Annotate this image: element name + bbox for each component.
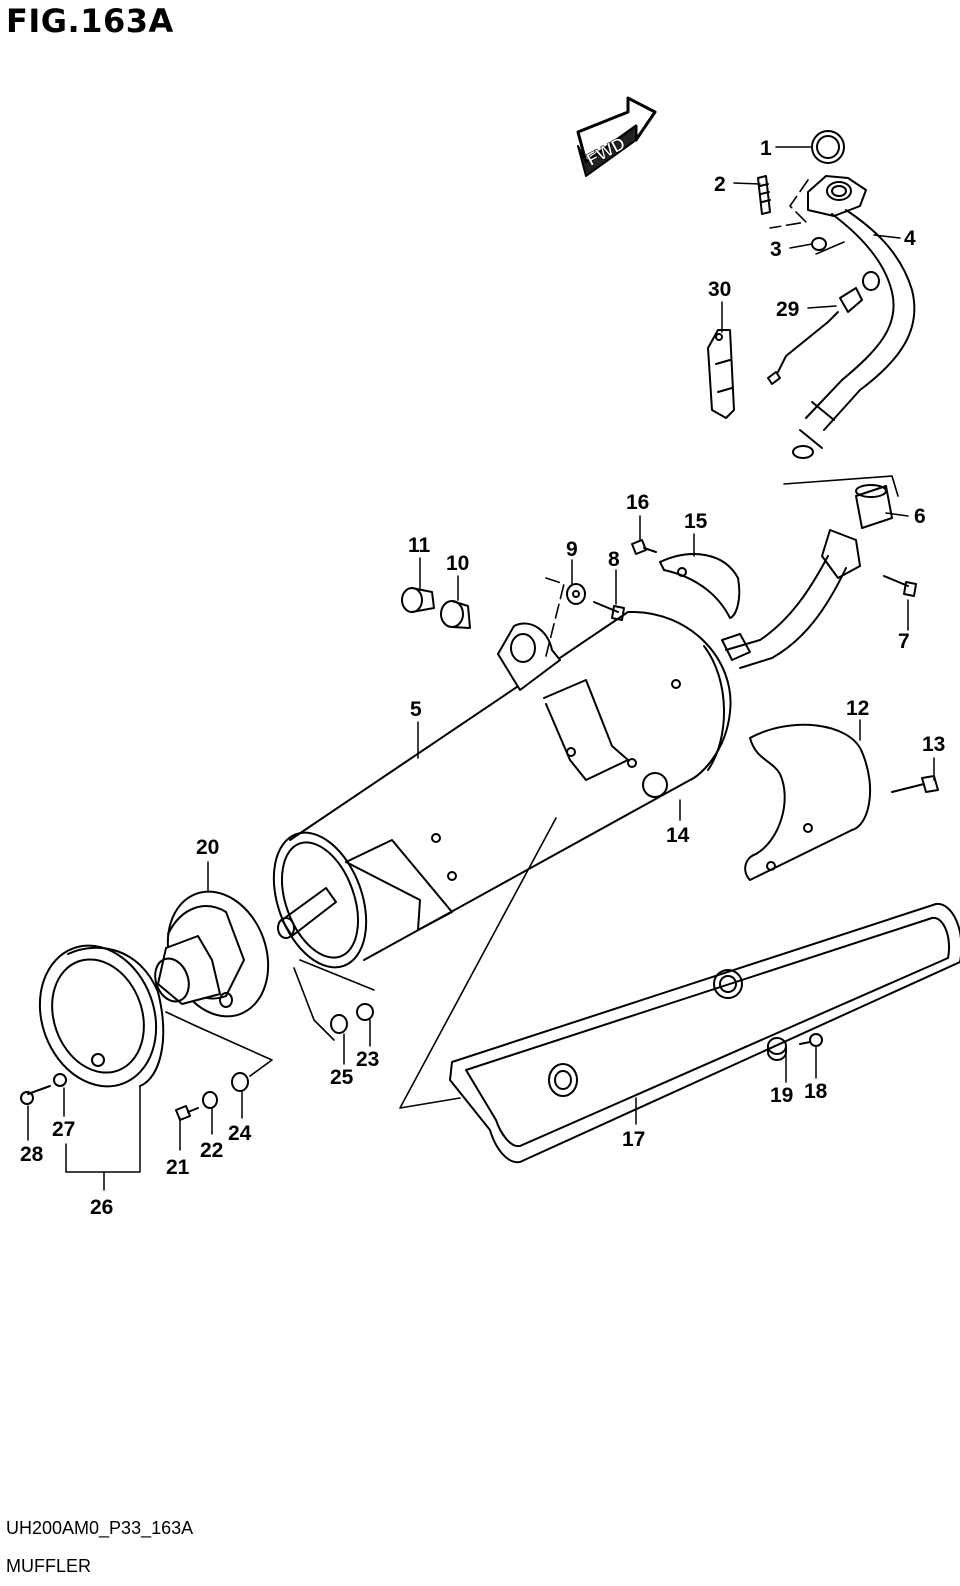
callout-12: 12 xyxy=(846,697,869,720)
rubber-plug xyxy=(642,772,668,798)
lower-heat-protector xyxy=(449,902,960,1164)
exhaust-pipe xyxy=(792,175,916,459)
callout-20: 20 xyxy=(196,836,219,859)
end-cap-washer xyxy=(202,1091,218,1109)
assembly-lines xyxy=(165,179,899,1109)
callout-18: 18 xyxy=(804,1080,828,1103)
callout-23: 23 xyxy=(356,1048,379,1071)
clamp-bolt xyxy=(883,575,917,597)
callout-11: 11 xyxy=(408,534,431,557)
callout-numbers: 1 2 3 4 5 6 7 8 9 10 11 12 13 14 15 16 1… xyxy=(20,137,945,1219)
gasket-ring xyxy=(811,130,845,164)
mounting-collar xyxy=(401,587,435,613)
callout-13: 13 xyxy=(922,733,945,756)
callout-26: 26 xyxy=(90,1196,113,1219)
callout-15: 15 xyxy=(684,510,708,533)
callout-17: 17 xyxy=(622,1128,645,1151)
callout-3: 3 xyxy=(770,238,782,261)
callout-16: 16 xyxy=(626,491,649,514)
protector-screw xyxy=(799,1033,823,1047)
callout-6: 6 xyxy=(914,505,926,528)
callout-14: 14 xyxy=(666,824,690,847)
callout-19: 19 xyxy=(770,1084,793,1107)
callout-1: 1 xyxy=(760,137,772,160)
mounting-bolt xyxy=(593,601,625,621)
callout-28: 28 xyxy=(20,1143,44,1166)
small-heat-guard xyxy=(659,553,741,619)
muffler-body xyxy=(272,610,732,969)
callout-leaders xyxy=(27,146,935,1191)
callout-8: 8 xyxy=(608,548,620,571)
muffler-nut xyxy=(356,1003,374,1021)
figure-title: FIG.163A xyxy=(6,2,174,40)
callout-29: 29 xyxy=(776,298,799,321)
forward-direction-arrow: FWD xyxy=(576,96,657,177)
callout-22: 22 xyxy=(200,1139,223,1162)
callout-24: 24 xyxy=(228,1122,252,1145)
heat-guard-screw xyxy=(891,775,939,793)
callout-2: 2 xyxy=(714,173,726,196)
callout-27: 27 xyxy=(52,1118,75,1141)
callout-4: 4 xyxy=(904,227,916,250)
callout-5: 5 xyxy=(410,698,422,721)
callout-10: 10 xyxy=(446,552,469,575)
spring-washer xyxy=(231,1072,249,1092)
washer xyxy=(566,583,586,605)
drawing-code: UH200AM0_P33_163A xyxy=(6,1518,194,1538)
section-name: MUFFLER xyxy=(6,1556,91,1576)
rear-heat-guard xyxy=(744,723,871,881)
flange-nut xyxy=(811,237,827,251)
tail-cover xyxy=(38,944,165,1088)
pipe-sleeve xyxy=(855,484,893,529)
rubber-grommet xyxy=(440,600,471,629)
guard-screw xyxy=(631,539,657,555)
stud-bolt xyxy=(757,175,771,215)
callout-25: 25 xyxy=(330,1066,354,1089)
muffler-end-cap xyxy=(154,890,270,1018)
callout-7: 7 xyxy=(898,630,910,653)
cover-collar xyxy=(53,1073,67,1087)
connecting-pipe xyxy=(721,529,861,669)
sensor-bracket xyxy=(707,329,735,419)
end-cap-bolt xyxy=(175,1105,199,1121)
muffler-washer xyxy=(330,1014,348,1034)
callout-21: 21 xyxy=(166,1156,190,1179)
callout-30: 30 xyxy=(708,278,731,301)
cover-bolt xyxy=(20,1085,51,1105)
callout-9: 9 xyxy=(566,538,578,561)
exhaust-sensor xyxy=(767,287,863,385)
